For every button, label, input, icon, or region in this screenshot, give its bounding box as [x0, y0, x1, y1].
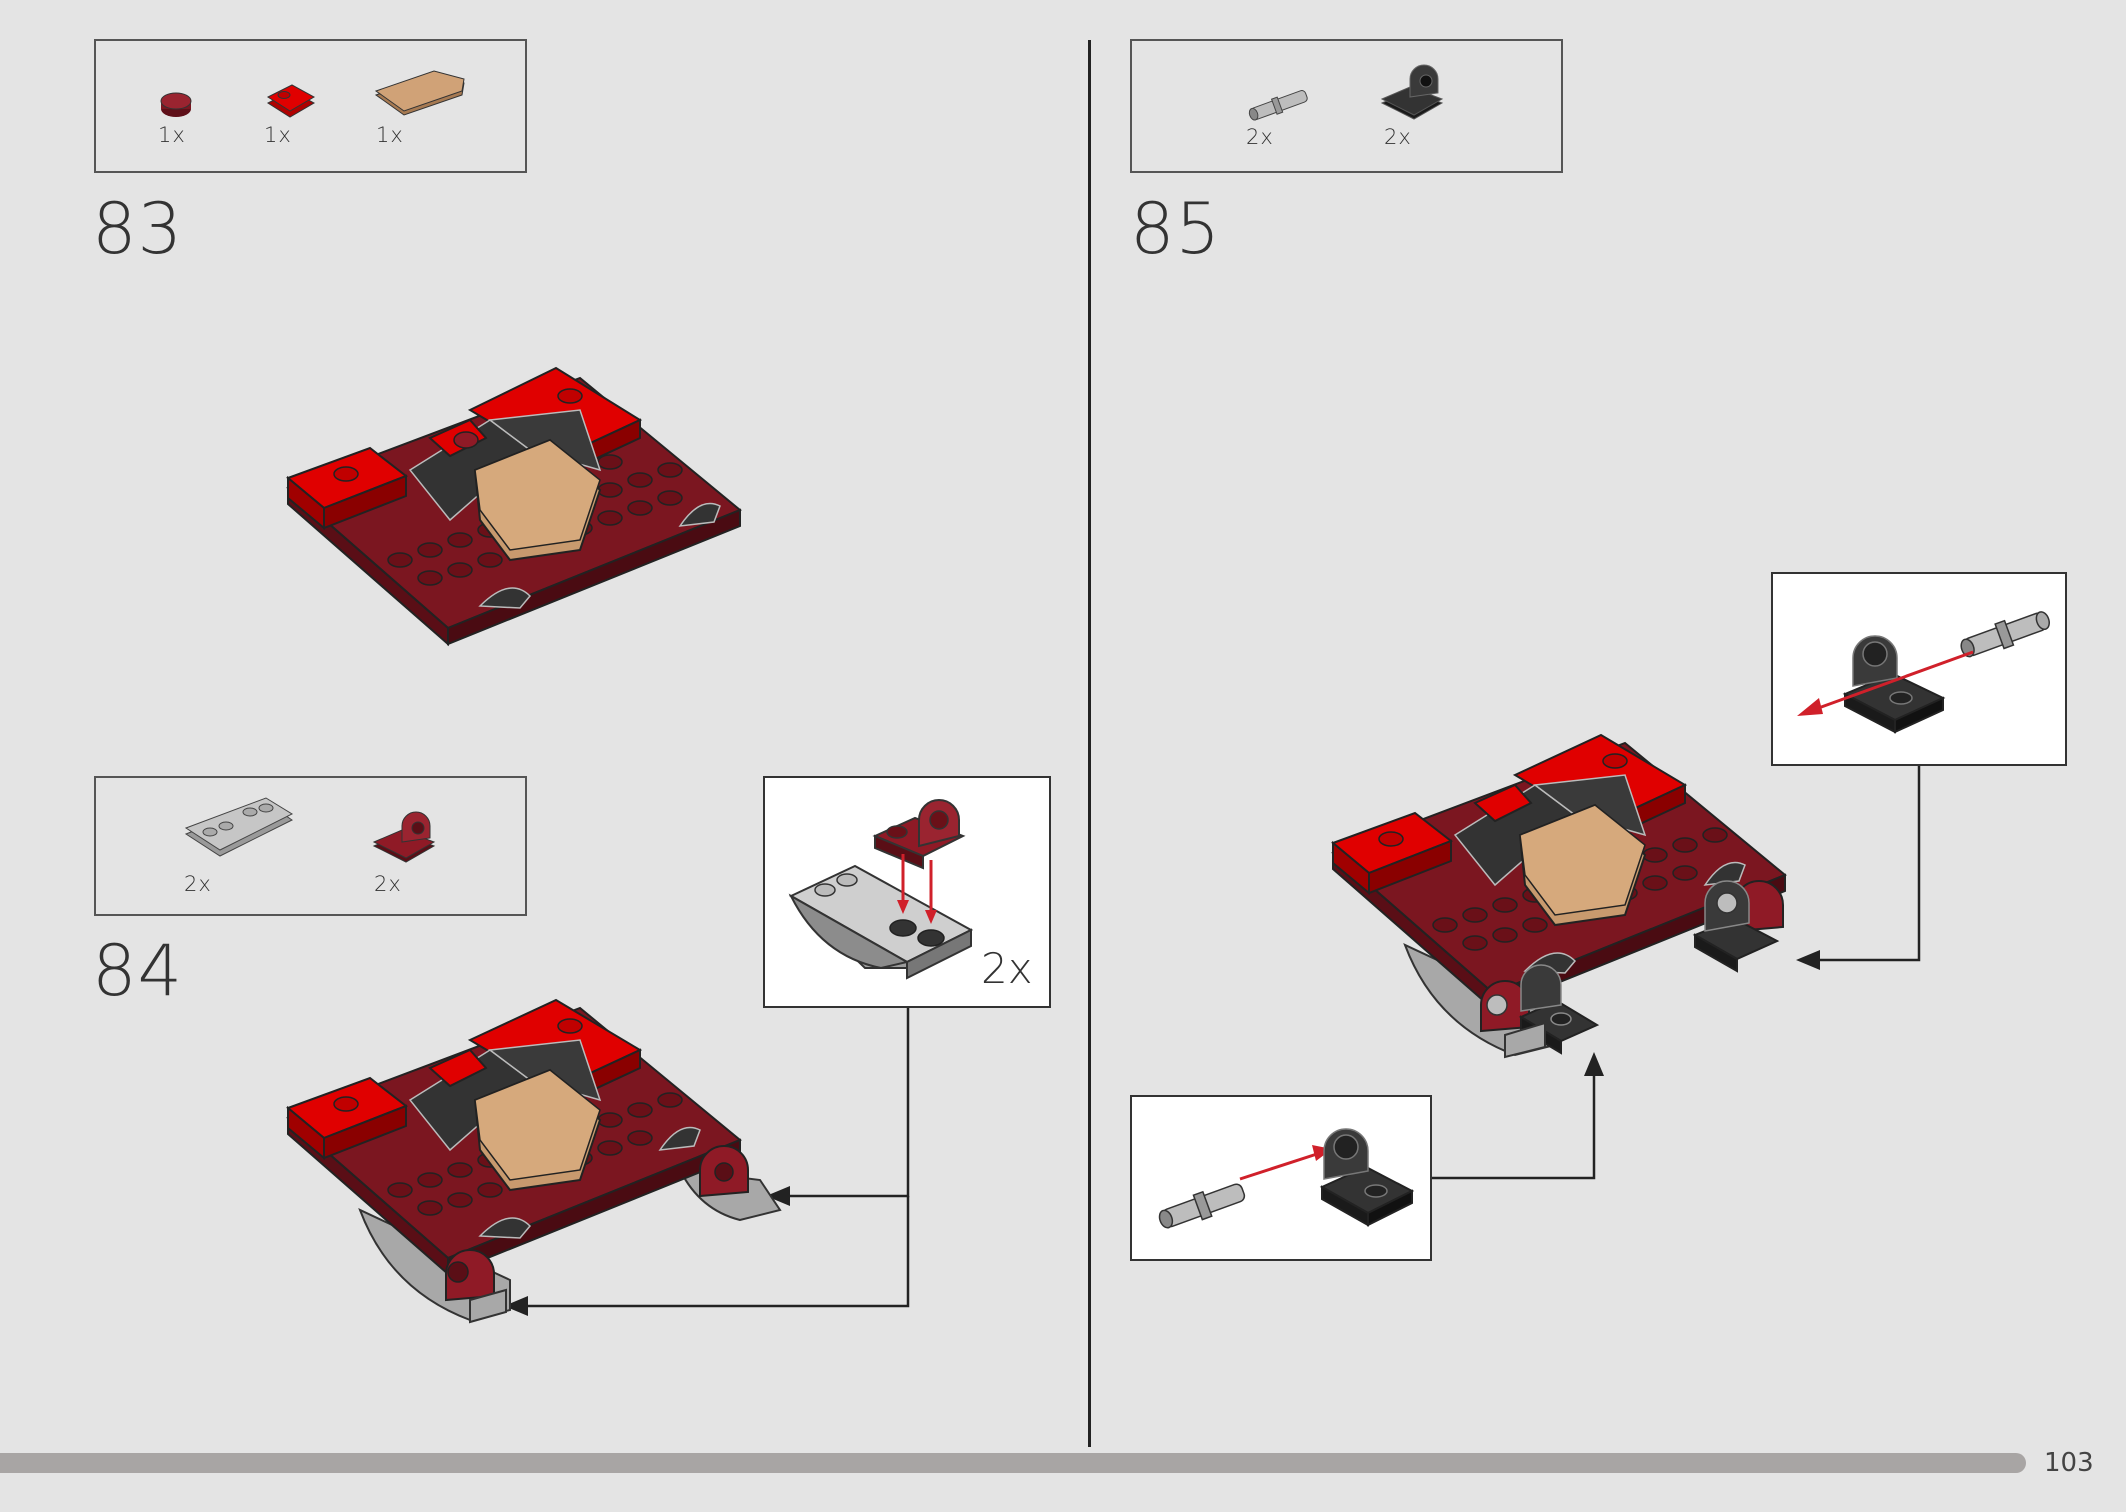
- step-85-parts-list: 2x 2x: [1130, 39, 1563, 173]
- step-85-callout-left: [1130, 1095, 1432, 1261]
- part-qty: 2x: [184, 872, 212, 896]
- step-83-number: 83: [92, 188, 184, 270]
- part-qty: 1x: [376, 123, 404, 147]
- part-qty: 2x: [1246, 125, 1274, 149]
- page-number: 103: [2044, 1448, 2094, 1478]
- gray-pin-icon: [1248, 90, 1308, 121]
- black-hole-plate-icon: [1380, 64, 1444, 120]
- dark-red-hole-plate-icon: [372, 811, 436, 863]
- step-85-callout-right: [1771, 572, 2067, 766]
- step-85-number: 85: [1130, 188, 1222, 270]
- part-qty: 1x: [158, 123, 186, 147]
- dark-red-round-plate-icon: [160, 92, 192, 117]
- gray-curved-slope-icon: [184, 797, 294, 857]
- part-qty: 1x: [264, 123, 292, 147]
- callout-multiplier: 2x: [981, 944, 1033, 993]
- tan-wedge-tile-icon: [374, 70, 465, 116]
- pin-into-hole-plate-illustration: [1797, 611, 2050, 734]
- pin-into-hole-plate-illustration: [1158, 1128, 1415, 1229]
- step-83-parts-list: 1x 1x 1x: [94, 39, 527, 173]
- part-qty: 2x: [374, 872, 402, 896]
- step-84-model: [286, 998, 782, 1324]
- step-84-number: 84: [92, 930, 184, 1012]
- step-83-model: [286, 366, 742, 647]
- part-qty: 2x: [1384, 125, 1412, 149]
- subassembly-illustration: [788, 799, 974, 980]
- step-85-model: [1331, 733, 1787, 1059]
- step-84-parts-list: 2x 2x: [94, 776, 527, 916]
- page-divider: [1088, 40, 1091, 1447]
- step-84-subassembly-callout: 2x: [763, 776, 1051, 1008]
- red-curved-slope-icon: [266, 84, 316, 118]
- progress-bar: [0, 1453, 2026, 1473]
